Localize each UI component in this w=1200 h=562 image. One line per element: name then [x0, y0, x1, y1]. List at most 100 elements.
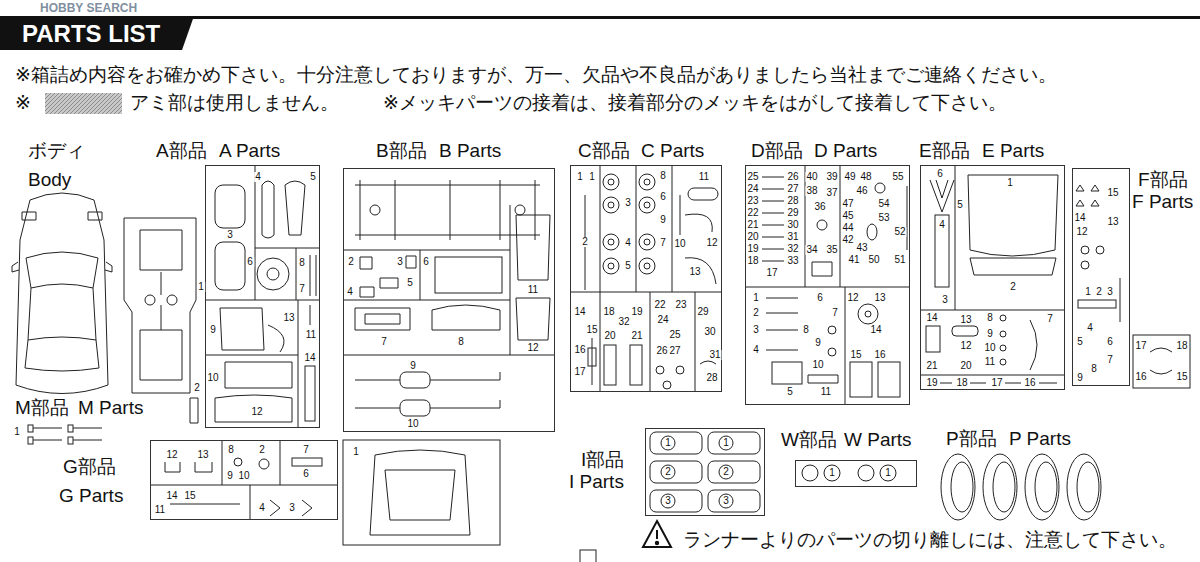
runner-parts — [685, 258, 716, 284]
runner-parts — [1030, 320, 1037, 370]
callout-number: 2 — [1009, 282, 1017, 292]
callout-number: 43 — [855, 243, 868, 253]
callout-number: 38 — [805, 186, 818, 196]
runner-parts — [639, 234, 655, 250]
runner-parts — [708, 490, 760, 512]
callout-number: 21 — [630, 331, 643, 341]
callout-number: 1 — [13, 427, 21, 437]
callout-number: 12 — [526, 343, 539, 353]
runner-parts — [215, 395, 292, 422]
callout-number: 5 — [956, 200, 964, 210]
callout-number: 28 — [786, 196, 799, 206]
callout-number: 31 — [708, 350, 721, 360]
callout-number: 4 — [258, 503, 266, 513]
callout-number: 15 — [849, 350, 862, 360]
callout-number: 29 — [786, 208, 799, 218]
callout-number: 14 — [925, 313, 938, 323]
callout-number: 12 — [705, 238, 718, 248]
callout-number: 3 — [752, 325, 760, 335]
runner-parts — [656, 366, 664, 374]
runner-parts — [1000, 315, 1006, 321]
body-shell — [12, 262, 112, 272]
callout-number: 3 — [941, 295, 949, 305]
group-heading: I Parts — [569, 471, 624, 493]
callout-number: 16 — [573, 345, 586, 355]
callout-number: 9 — [226, 471, 234, 481]
callout-number: 12 — [959, 341, 972, 351]
runner-parts — [650, 490, 702, 512]
runner-parts — [1000, 359, 1006, 365]
body-shell — [28, 288, 96, 340]
callout-number: 9 — [986, 329, 994, 339]
parts-group: C部品C Parts — [570, 165, 722, 392]
runner-parts — [993, 462, 1015, 512]
group-heading: I部品 — [581, 449, 624, 471]
runner-parts — [205, 165, 320, 428]
runner-parts — [1067, 454, 1101, 520]
runner-parts — [215, 185, 245, 228]
runner-parts — [1025, 454, 1059, 520]
callout-number: 15 — [585, 325, 598, 335]
callout-number: 20 — [603, 331, 616, 341]
callout-number: 27 — [668, 346, 681, 356]
runner-parts — [28, 165, 1190, 562]
callout-number: 8 — [227, 445, 235, 455]
note-text: ※メッキパーツの接着は、接着部分のメッキをはがして接着して下さい。 — [383, 92, 1007, 114]
runner-parts — [370, 205, 380, 215]
hatch-sample — [45, 93, 122, 114]
callout-number: 1 — [1084, 287, 1092, 297]
runner-parts — [310, 305, 311, 325]
callout-number: 13 — [282, 313, 295, 323]
runner-parts — [268, 325, 284, 352]
callout-number: 12 — [1075, 227, 1088, 237]
group-heading: A部品 — [156, 140, 207, 162]
callout-number: 37 — [825, 188, 838, 198]
runner-parts — [400, 372, 430, 388]
callout-number: 12 — [846, 293, 859, 303]
callout-number: 11 — [984, 357, 996, 367]
runner-parts — [140, 230, 182, 380]
group-heading: Body — [28, 169, 71, 191]
callout-number: 3 — [624, 198, 632, 208]
callout-number: 7 — [1106, 355, 1114, 365]
callout-number: 15 — [183, 491, 196, 501]
runner-parts — [772, 362, 802, 384]
runner-parts — [688, 188, 718, 200]
callout-number: 2 — [722, 467, 730, 477]
runner-parts — [951, 462, 973, 512]
callout-number: 18 — [955, 378, 968, 388]
runner-parts — [1133, 335, 1190, 388]
runner-parts — [639, 174, 655, 190]
callout-number: 1 — [828, 468, 836, 478]
callout-number: 3 — [664, 496, 672, 506]
callout-number: 11 — [698, 172, 710, 182]
runner-parts — [766, 298, 798, 350]
parts-group: M部品M Parts — [20, 424, 130, 446]
runner-parts — [650, 461, 702, 483]
note-text: ※箱詰め内容をお確かめ下さい。十分注意しておりますが、万一、欠品や不良品がありま… — [15, 64, 1057, 86]
callout-number: 6 — [1106, 337, 1114, 347]
callout-number: 26 — [786, 172, 799, 182]
runner-parts — [292, 458, 322, 466]
group-heading: G Parts — [59, 485, 123, 507]
callout-number: 33 — [786, 256, 799, 266]
callout-number: 1 — [752, 293, 760, 303]
callout-number: 25 — [668, 330, 681, 340]
runner-parts — [676, 366, 684, 374]
callout-number: 29 — [696, 307, 709, 317]
parts-group: P部品P Parts — [938, 452, 1103, 522]
callout-number: 53 — [877, 213, 890, 223]
warning-icon — [643, 521, 671, 547]
runner-parts — [644, 179, 650, 185]
runner-parts — [644, 239, 650, 245]
group-heading: ボディ — [28, 140, 85, 162]
callout-number: 1 — [197, 282, 205, 292]
callout-number: 9 — [814, 338, 822, 348]
runner-parts — [310, 255, 316, 296]
callout-number: 12 — [250, 407, 263, 417]
callout-number: 1 — [576, 172, 584, 182]
runner-parts — [515, 205, 525, 215]
runner-parts — [824, 465, 840, 481]
runner-parts — [385, 470, 455, 520]
